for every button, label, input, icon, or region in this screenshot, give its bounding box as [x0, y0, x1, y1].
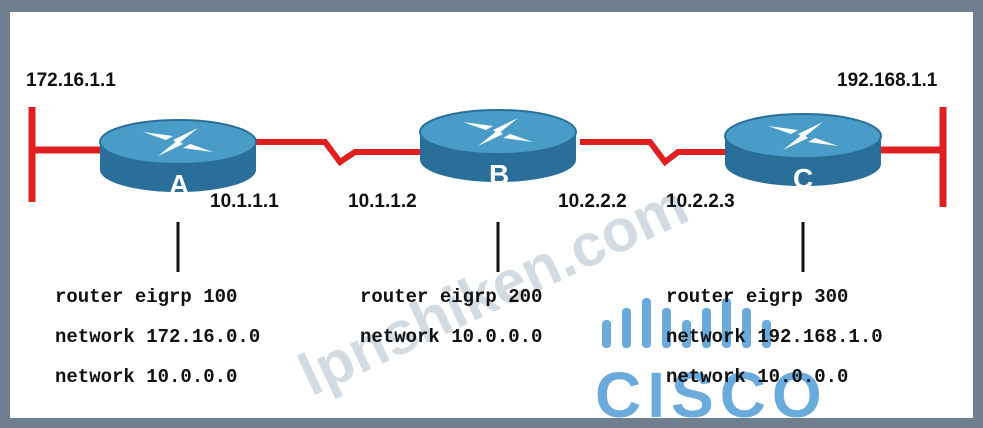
cisco-logo: CISCO	[595, 298, 828, 418]
config-line: network 10.0.0.0	[666, 366, 848, 388]
network-diagram: lpnshiken.com CISCO 172.16.1.1 192.168.1…	[26, 70, 947, 418]
serial-link-b-c	[580, 139, 725, 167]
serial-link-a-b	[255, 139, 420, 167]
router-icon	[768, 122, 838, 150]
left-lan-address: 172.16.1.1	[26, 70, 116, 91]
config-line: network 10.0.0.0	[360, 326, 542, 348]
config-line: router eigrp 200	[360, 286, 542, 308]
router-a-interface-right: 10.1.1.1	[210, 191, 279, 212]
router-a-label: A	[169, 169, 189, 200]
config-line: router eigrp 100	[55, 286, 237, 308]
router-c-config: router eigrp 300 network 192.168.1.0 net…	[666, 286, 883, 388]
router-b[interactable]: B	[419, 109, 577, 190]
config-line: network 10.0.0.0	[55, 366, 237, 388]
router-b-label: B	[489, 159, 509, 190]
router-c-label: C	[793, 163, 813, 194]
router-c[interactable]: C	[724, 113, 882, 194]
router-icon	[463, 118, 533, 146]
router-b-config: router eigrp 200 network 10.0.0.0	[360, 286, 542, 348]
config-line: network 192.168.1.0	[666, 326, 883, 348]
router-a-config: router eigrp 100 network 172.16.0.0 netw…	[55, 286, 260, 388]
router-b-interface-right: 10.2.2.2	[558, 191, 627, 212]
router-a[interactable]: A	[99, 119, 257, 200]
router-icon	[143, 128, 213, 156]
config-line: network 172.16.0.0	[55, 326, 260, 348]
diagram-frame: lpnshiken.com CISCO 172.16.1.1 192.168.1…	[10, 12, 973, 418]
router-c-interface-left: 10.2.2.3	[666, 191, 735, 212]
left-lan	[28, 107, 105, 202]
config-line: router eigrp 300	[666, 286, 848, 308]
right-lan-address: 192.168.1.1	[837, 70, 938, 91]
right-lan	[880, 107, 947, 207]
router-b-interface-left: 10.1.1.2	[348, 191, 417, 212]
cisco-logo-text: CISCO	[595, 359, 828, 418]
